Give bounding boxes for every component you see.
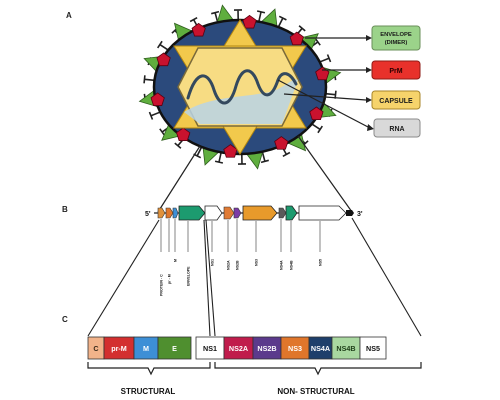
- structural-brace: [87, 362, 211, 376]
- prm-pentagon: [176, 127, 191, 141]
- prm-pentagon: [289, 31, 304, 46]
- gene-ns2a-arrow: [223, 206, 235, 220]
- polyprotein-segment-label: NS3: [288, 344, 302, 353]
- spike-protein: [143, 75, 155, 84]
- legend-rna-label: RNA: [389, 126, 404, 133]
- polyprotein-segment-ns5: NS5: [359, 336, 387, 360]
- gene-ns1-arrow: [204, 205, 223, 221]
- gene-m-arrow: [172, 207, 179, 219]
- capsule-inner-fill: [184, 79, 298, 124]
- polyprotein-segment-ns4a: NS4A: [308, 336, 333, 360]
- spike-protein: [211, 10, 220, 23]
- prm-pentagons: [150, 14, 330, 158]
- gene-label-ns3: NS3: [255, 259, 259, 266]
- gene-ns2b-arrow: [233, 207, 242, 219]
- polyprotein-segment-c: C: [87, 336, 105, 360]
- prm-pentagon: [242, 14, 257, 29]
- spike-protein: [237, 153, 247, 165]
- gene-label-prm: pr - M: [168, 274, 172, 284]
- label-pointers: [277, 37, 371, 129]
- gene-label-ns4a: NS4A: [280, 260, 284, 270]
- non-structural-brace: [214, 362, 422, 376]
- panel-label-b: B: [62, 205, 68, 214]
- gene-label-ns4b: NS4B: [290, 260, 294, 270]
- legend-capsule-label: CAPSULE: [379, 98, 413, 105]
- spike-protein: [193, 146, 203, 159]
- spike-protein: [311, 123, 323, 134]
- prm-pentagon: [223, 144, 238, 158]
- polyprotein-segment-ns4b: NS4B: [331, 336, 361, 360]
- polyprotein-segment-label: NS4B: [336, 344, 355, 353]
- gene-label-ns5: NS5: [319, 259, 323, 266]
- legend-envelope: ENVELOPE (DIMER): [371, 25, 421, 51]
- polyprotein-segment-label: pr-M: [111, 344, 127, 353]
- polyprotein-segment-label: E: [172, 344, 177, 353]
- gene-label-envelope: ENVELOPE: [187, 266, 191, 286]
- gene-label-ns2b: NS2B: [236, 260, 240, 270]
- spike-protein: [260, 151, 269, 164]
- polyprotein-segment-label: NS2B: [257, 344, 276, 353]
- gene-prm-arrow: [165, 207, 174, 219]
- polyprotein-segment-label: NS2A: [229, 344, 248, 353]
- three-prime-label: 3': [357, 211, 363, 218]
- polyprotein-segment-label: NS4A: [311, 344, 330, 353]
- prm-pentagon: [150, 92, 165, 106]
- spike-protein: [256, 10, 266, 22]
- polyprotein-segment-label: NS5: [366, 344, 380, 353]
- gene-ns3-arrow: [242, 205, 278, 221]
- gene-label-m: M: [174, 259, 178, 262]
- polyprotein-segment-ns2a: NS2A: [223, 336, 254, 360]
- polyprotein-segment-ns1: NS1: [195, 336, 225, 360]
- three-prime-end-marker: [346, 210, 354, 216]
- polyprotein-segment-label: M: [143, 344, 149, 353]
- zoom-line-left: [157, 145, 201, 213]
- spike-protein: [319, 54, 332, 63]
- panel-label-c: C: [62, 315, 68, 324]
- gene-e-arrow: [178, 205, 206, 221]
- legend-prm-label: PrM: [389, 68, 402, 75]
- non-structural-label: NON- STRUCTURAL: [277, 387, 354, 396]
- legend-envelope-line1: ENVELOPE: [380, 32, 412, 38]
- prm-pentagon: [274, 136, 289, 150]
- polyprotein-segment-label: C: [93, 344, 98, 353]
- spike-protein: [157, 40, 169, 51]
- prm-pentagon: [309, 106, 324, 121]
- structural-label: STRUCTURAL: [121, 387, 176, 396]
- polyprotein-segment-prm: pr-M: [103, 336, 135, 360]
- legend-capsule: CAPSULE: [371, 90, 421, 110]
- five-prime-label: 5': [145, 211, 151, 218]
- genome-map: 5' 3' PROTEIN -: [145, 205, 363, 296]
- gene-ns4a-arrow: [278, 207, 287, 219]
- zoom-lines-b-to-c: [87, 217, 422, 337]
- prm-pentagon: [191, 22, 206, 37]
- polyprotein-segment-ns2b: NS2B: [252, 336, 282, 360]
- legend-rna: RNA: [373, 118, 421, 138]
- gene-labels: PROTEIN - C pr - M M ENVELOPE NS1 NS2A N…: [160, 259, 323, 296]
- polyprotein-segment-ns3: NS3: [280, 336, 310, 360]
- spike-protein: [148, 111, 161, 120]
- label-arrowheads: [366, 35, 374, 131]
- polyprotein-segment-label: NS1: [203, 344, 217, 353]
- virion-illustration: [138, 4, 374, 170]
- legend-prm: PrM: [371, 60, 421, 80]
- gene-ns4b-arrow: [285, 205, 298, 221]
- panel-label-a: A: [66, 11, 72, 20]
- legend-envelope-line2: (DIMER): [385, 40, 408, 46]
- zoom-line-right: [297, 135, 353, 213]
- gene-label-ns2a: NS2A: [227, 260, 231, 270]
- gene-label-ns1: NS1: [211, 259, 215, 266]
- gene-drop-lines: [160, 219, 321, 252]
- gene-ns5-arrow: [298, 205, 347, 221]
- spike-protein: [277, 15, 287, 28]
- spike-protein: [214, 152, 224, 164]
- polyprotein-segment-e: E: [157, 336, 192, 360]
- gene-label-c: PROTEIN - C: [160, 274, 164, 296]
- polyprotein-segment-m: M: [133, 336, 159, 360]
- prm-pentagon: [156, 52, 171, 67]
- gene-c-arrow: [157, 207, 166, 219]
- spike-protein: [233, 9, 243, 21]
- rna-strand: [186, 69, 298, 105]
